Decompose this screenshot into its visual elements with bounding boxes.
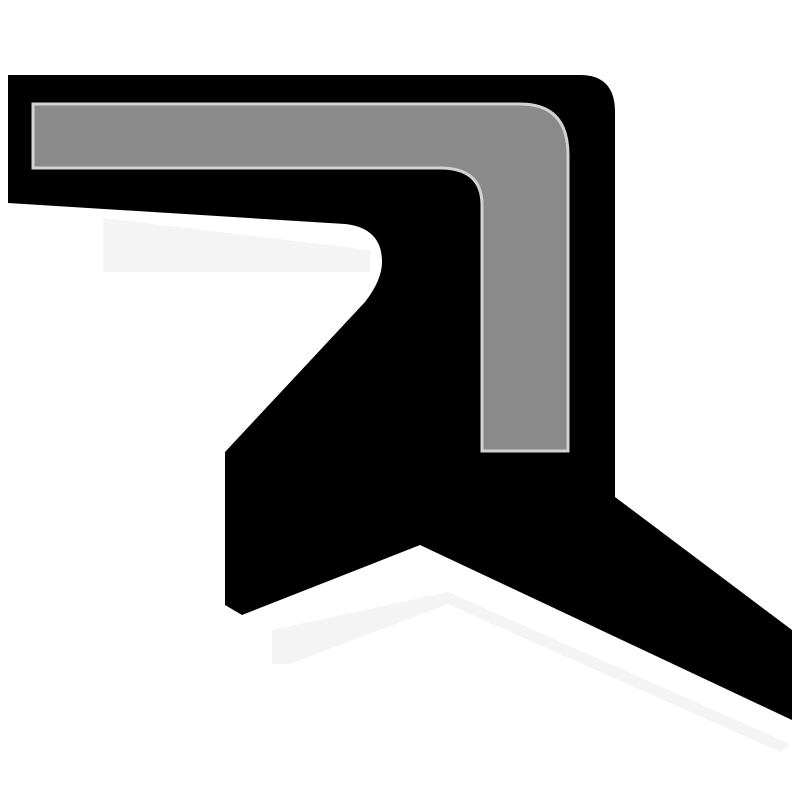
elastomer-body [8,75,792,720]
metal-insert [31,102,570,453]
drop-shadow [103,218,790,752]
lip-shadow [103,218,370,272]
